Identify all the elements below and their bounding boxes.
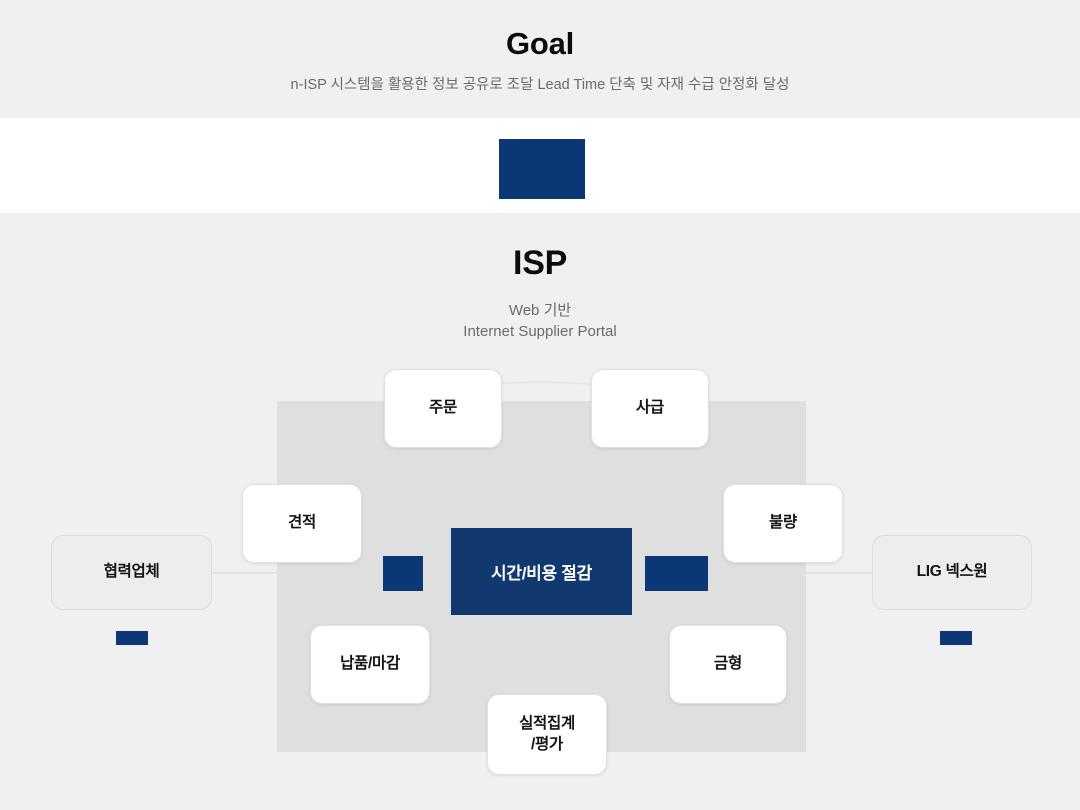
- node-order-label: 주문: [429, 399, 457, 417]
- node-mold[interactable]: 금형: [669, 625, 787, 704]
- navy-bar-under-lignex1: [940, 631, 972, 645]
- node-performance[interactable]: 실적집계 /평가: [487, 694, 607, 775]
- node-performance-label: 실적집계 /평가: [519, 714, 575, 756]
- goal-to-isp-connector: [499, 139, 585, 199]
- actor-partner-label: 협력업체: [103, 563, 160, 581]
- goal-band: [0, 0, 1080, 118]
- node-performance-line2: /평가: [531, 735, 563, 753]
- isp-subtitle-line1: Web 기반: [508, 302, 572, 319]
- goal-title: Goal: [505, 26, 575, 61]
- center-benefit-label: 시간/비용 절감: [491, 564, 592, 583]
- navy-bar-right: [645, 556, 708, 591]
- node-supply-label: 사급: [636, 399, 664, 417]
- navy-bar-under-partner: [116, 631, 148, 645]
- node-defect-label: 불량: [769, 514, 797, 532]
- node-performance-line1: 실적집계: [519, 714, 575, 732]
- actor-lig-nex1[interactable]: LIG 넥스원: [872, 535, 1032, 610]
- node-defect[interactable]: 불량: [723, 484, 843, 563]
- isp-title: ISP: [513, 244, 567, 282]
- connector-line-left: [211, 572, 281, 574]
- actor-lig-nex1-label: LIG 넥스원: [916, 563, 988, 581]
- actor-partner-company[interactable]: 협력업체: [51, 535, 212, 610]
- node-quote[interactable]: 견적: [242, 484, 362, 563]
- navy-bar-left: [383, 556, 423, 591]
- panel-arc-decoration: [400, 381, 680, 421]
- goal-subtitle: n-ISP 시스템을 활용한 정보 공유로 조달 Lead Time 단축 및 …: [290, 77, 790, 93]
- isp-subtitle-line2: Internet Supplier Portal: [463, 323, 617, 340]
- node-quote-label: 견적: [288, 514, 316, 532]
- node-delivery-label: 납품/마감: [340, 655, 400, 673]
- center-benefit-box[interactable]: 시간/비용 절감: [451, 528, 632, 615]
- node-delivery[interactable]: 납품/마감: [310, 625, 430, 704]
- node-mold-label: 금형: [714, 655, 742, 673]
- node-order[interactable]: 주문: [384, 369, 502, 448]
- connector-line-right: [802, 572, 874, 574]
- node-supply[interactable]: 사급: [591, 369, 709, 448]
